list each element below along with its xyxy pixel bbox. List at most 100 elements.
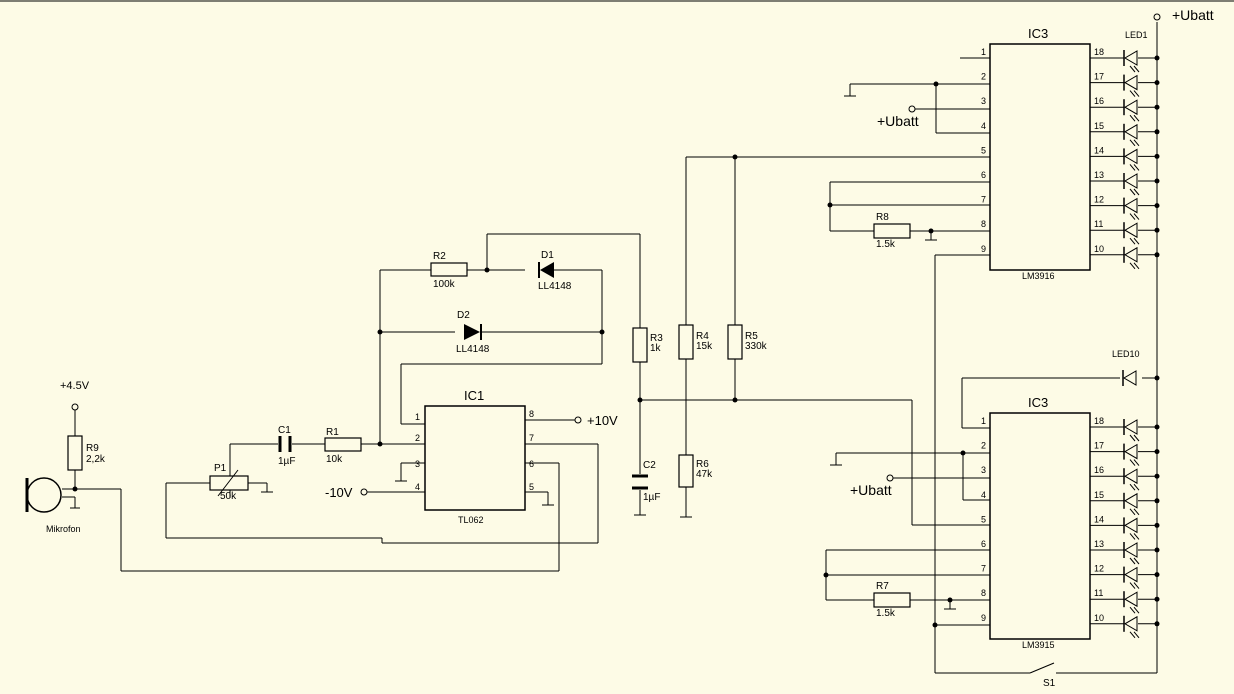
ic3b-pin-13: 13 [1094,539,1104,549]
label-plus45: +4.5V [60,380,90,392]
led-symbol [1123,517,1140,540]
led-bar-bottom [1123,419,1140,639]
ic3b-pin-5: 5 [981,514,986,524]
resistors [67,223,911,608]
r5-body [727,324,743,360]
ic3a-pin-3: 3 [981,96,986,106]
r8-body [873,223,911,239]
junctions [72,55,1160,628]
r2-body [430,262,468,277]
ic3a-pin-15: 15 [1094,121,1104,131]
r4-value: 15k [696,341,713,352]
ic3a-pin-1: 1 [981,47,986,57]
d2-name: D2 [457,310,470,321]
ic3a-pin-16: 16 [1094,96,1104,106]
ic1-pin-1: 1 [415,412,420,422]
ic3a-pin-4: 4 [981,121,986,131]
p1-body [209,475,249,491]
ic3a-pin-18: 18 [1094,47,1104,57]
led-symbol [1123,74,1140,97]
led-symbol [1123,443,1140,466]
ic3a-pin-6: 6 [981,170,986,180]
ic3b-pin-18: 18 [1094,416,1104,426]
led-symbol [1123,492,1140,516]
led-symbol [1123,468,1140,491]
ic1-pin-6: 6 [529,459,534,469]
led-symbol [1123,542,1140,565]
label-ubatt-ic3b: +Ubatt [850,482,892,498]
ic1-body [424,405,526,511]
c2-name: C2 [643,460,656,471]
led-symbol [1123,123,1140,147]
ic3b-pin-14: 14 [1094,514,1104,524]
led-symbol [1123,197,1140,220]
label-s1: S1 [1043,678,1056,689]
led-symbol [1123,591,1140,614]
r4-name: R4 [696,331,709,342]
ic3b-pin-10: 10 [1094,613,1104,623]
label-ubatt-top: +Ubatt [1172,7,1214,23]
ic3a-pin-13: 13 [1094,170,1104,180]
c1-name: C1 [278,425,291,436]
ic3a-pin-5: 5 [981,145,986,155]
ic3a-pin-9: 9 [981,244,986,254]
ic3a-pin-14: 14 [1094,145,1104,155]
led-symbol [1123,148,1140,171]
ic3b-pin-7: 7 [981,564,986,574]
label-mikrofon: Mikrofon [46,524,81,534]
ic3b-pin-2: 2 [981,441,986,451]
ic3b-pin-15: 15 [1094,490,1104,500]
p1-value: 50k [220,491,237,502]
led-symbol [1123,50,1140,73]
ic1-pin-3: 3 [415,459,420,469]
r6-name: R6 [696,459,709,470]
r1-name: R1 [326,427,339,438]
r6-body [678,454,694,488]
led10-label: LED10 [1112,349,1140,359]
r7-name: R7 [876,581,889,592]
ic3b-pin-4: 4 [981,490,986,500]
ic1-type: TL062 [458,515,484,525]
r2-value: 100k [433,279,456,290]
led10-symbol [1122,370,1137,386]
led-symbol [1123,615,1140,639]
r8-name: R8 [876,212,889,223]
ic3a-pin-10: 10 [1094,244,1104,254]
ic1-pin-5: 5 [529,482,534,492]
r7-value: 1.5k [876,608,896,619]
r9-body [67,435,83,471]
ic3b-pin-9: 9 [981,613,986,623]
led1-label: LED1 [1125,30,1148,40]
ic3b-pin-6: 6 [981,539,986,549]
ic1-pin-7: 7 [529,433,534,443]
ic1-pin-4: 4 [415,482,420,492]
r3-name: R3 [650,333,663,344]
microphone [25,477,62,513]
r5-name: R5 [745,331,758,342]
wires [62,22,1158,674]
ic1-pin-8: 8 [529,409,534,419]
led-symbol [1123,99,1140,122]
r3-body [632,327,648,363]
c2-value: 1µF [643,492,660,503]
ic3a-pin-12: 12 [1094,195,1104,205]
ic3b-pin-3: 3 [981,465,986,475]
r9-name: R9 [86,443,99,454]
ic3a-pin-17: 17 [1094,72,1104,82]
d2-type: LL4148 [456,344,490,355]
label-ubatt-ic3a: +Ubatt [877,113,919,129]
capacitors [278,436,648,490]
r1-value: 10k [326,454,343,465]
ic1-name: IC1 [464,388,484,403]
ic3b-pin-17: 17 [1094,441,1104,451]
ic3a-pin-11: 11 [1094,219,1103,229]
r1-body [324,437,362,452]
led-symbol [1123,566,1140,589]
r7-body [873,592,911,608]
label-plus10: +10V [587,413,618,428]
r6-value: 47k [696,469,713,480]
led-symbol [1123,419,1140,442]
s1-switch [1029,662,1055,674]
